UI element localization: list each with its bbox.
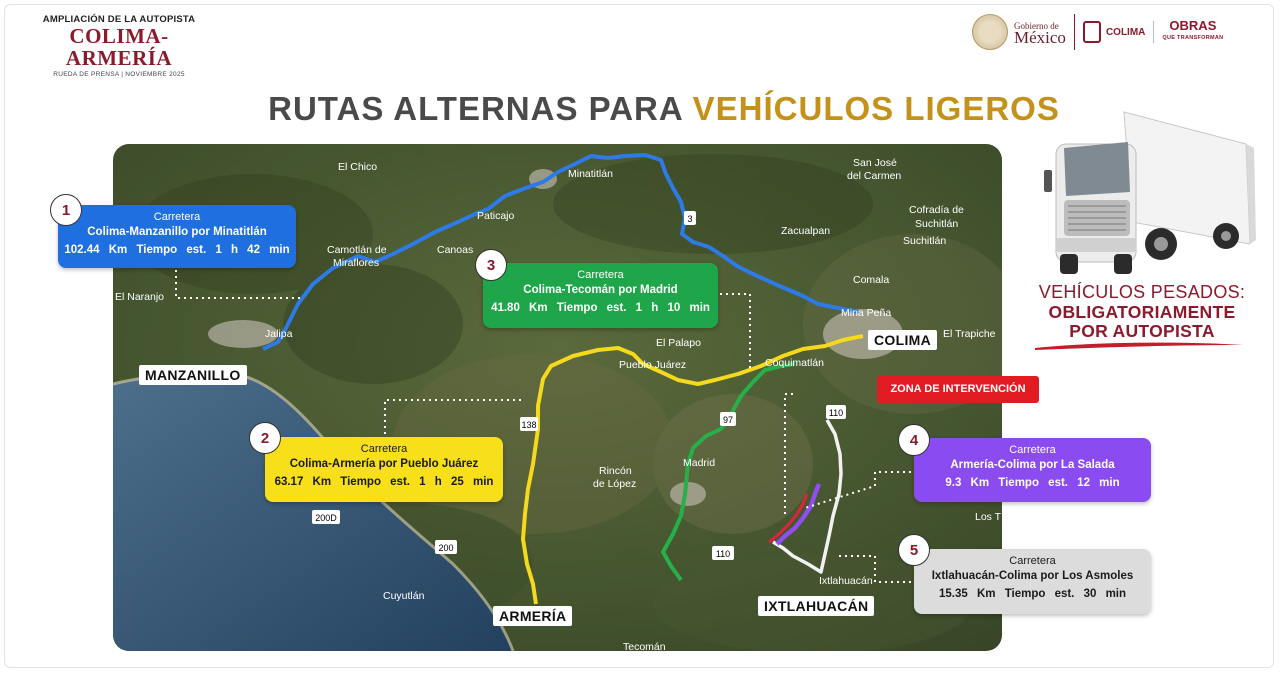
city-manzanillo: MANZANILLO	[139, 365, 247, 385]
label-el-palapo: El Palapo	[656, 337, 701, 349]
route-2-line	[521, 334, 864, 605]
label-paticajo: Paticajo	[477, 210, 515, 222]
project-subtitle: AMPLIACIÓN DE LA AUTOPISTA	[42, 14, 196, 25]
route-number-4: 4	[898, 424, 930, 456]
city-armeria: ARMERÍA	[493, 606, 573, 626]
city-ixtlahuacan: IXTLAHUACÁN	[758, 596, 875, 616]
route-map: 3 138 97 110 110 200D 200 El Chico Minat…	[113, 144, 1002, 651]
label-suchitlan-1: Suchitlán	[915, 218, 958, 230]
label-san-jose: San José	[853, 157, 897, 169]
heavy-vehicles-note: VEHÍCULOS PESADOS: OBLIGATORIAMENTE POR …	[1038, 282, 1246, 341]
label-los-t: Los T	[975, 511, 1002, 523]
label-zacualpan: Zacualpan	[781, 225, 830, 237]
label-mina-pena: Mina Peña	[841, 307, 891, 319]
logo-divider	[1073, 14, 1075, 50]
label-ixtlahuacan-small: Ixtlahuacán	[819, 575, 873, 587]
label-canoas: Canoas	[437, 244, 473, 256]
event-info: RUEDA DE PRENSA | NOVIEMBRE 2025	[53, 71, 185, 78]
route-3-line	[661, 362, 796, 582]
government-logos: Gobierno de México COLIMA OBRAS QUE TRAN…	[972, 12, 1254, 52]
label-de-lopez: de López	[593, 478, 636, 490]
heavy-truck-icon	[1044, 111, 1256, 274]
label-del-carmen: del Carmen	[847, 170, 901, 182]
page-title: RUTAS ALTERNAS PARA VEHÍCULOS LIGEROS	[268, 90, 1060, 127]
colima-logo: COLIMA	[1082, 21, 1145, 43]
shield-110-north: 110	[829, 408, 843, 418]
label-coquimatlan: Coquimatlán	[765, 357, 824, 369]
gobierno-mexico-logo: Gobierno de México	[1014, 21, 1066, 47]
place-labels: El Chico Minatitlán San José del Carmen …	[115, 157, 1002, 651]
label-camotlan: Camotlán de	[327, 244, 387, 256]
obras-logo: OBRAS QUE TRANSFORMAN	[1162, 18, 1224, 41]
colima-emblem-icon	[1082, 21, 1101, 43]
map-canvas: 3 138 97 110 110 200D 200 El Chico Minat…	[113, 144, 1002, 651]
intervention-zone-label: ZONA DE INTERVENCIÓN	[877, 376, 1039, 403]
label-minatitlan: Minatitlán	[568, 168, 613, 180]
route-number-2: 2	[249, 422, 281, 454]
underline-swoosh	[1035, 342, 1243, 350]
route-number-5: 5	[898, 534, 930, 566]
route-card-3: Carretera Colima-Tecomán por Madrid 41.8…	[483, 263, 718, 328]
route-card-1: Carretera Colima-Manzanillo por Minatitl…	[58, 205, 296, 268]
project-logo: AMPLIACIÓN DE LA AUTOPISTA COLIMA-ARMERÍ…	[34, 14, 204, 78]
route-card-2: Carretera Colima-Armería por Pueblo Juár…	[265, 437, 503, 502]
logo-divider	[1153, 21, 1155, 43]
label-el-trapiche: El Trapiche	[943, 328, 996, 340]
route-connectors	[175, 270, 911, 583]
route-1-line	[262, 153, 859, 351]
label-madrid: Madrid	[683, 457, 715, 469]
label-el-chico: El Chico	[338, 161, 377, 173]
national-seal-icon	[972, 14, 1008, 50]
terrain-texture	[133, 154, 1002, 651]
shield-138: 138	[521, 420, 536, 430]
shield-200d: 200D	[315, 513, 337, 523]
shield-110-south: 110	[716, 549, 730, 559]
shield-200: 200	[438, 543, 453, 553]
label-comala: Comala	[853, 274, 889, 286]
label-suchitlan-2: Suchitlán	[903, 235, 946, 247]
label-tecoman: Tecomán	[623, 641, 666, 651]
shield-3: 3	[687, 214, 692, 224]
slide-frame	[4, 4, 1274, 668]
route-4-line	[775, 483, 822, 546]
route-5-line	[772, 419, 843, 574]
route-number-1: 1	[50, 194, 82, 226]
label-cuyutlan: Cuyutlán	[383, 590, 425, 602]
intervention-segment	[768, 493, 809, 544]
route-card-4: Carretera Armería-Colima por La Salada 9…	[914, 438, 1151, 502]
label-pueblo-juarez: Pueblo Juárez	[619, 359, 686, 371]
label-jalipa: Jalipa	[265, 328, 293, 340]
shield-97: 97	[723, 415, 733, 425]
label-el-naranjo: El Naranjo	[115, 291, 164, 303]
route-card-5: Carretera Ixtlahuacán-Colima por Los Asm…	[914, 549, 1151, 614]
label-rincon: Rincón	[599, 465, 632, 477]
road-shields: 3 138 97 110 110 200D 200	[312, 211, 846, 560]
label-cofradia: Cofradía de	[909, 204, 964, 216]
project-name: COLIMA-ARMERÍA	[65, 24, 173, 70]
city-colima: COLIMA	[868, 330, 938, 350]
route-number-3: 3	[475, 249, 507, 281]
label-miraflores: Miraflores	[333, 257, 379, 269]
